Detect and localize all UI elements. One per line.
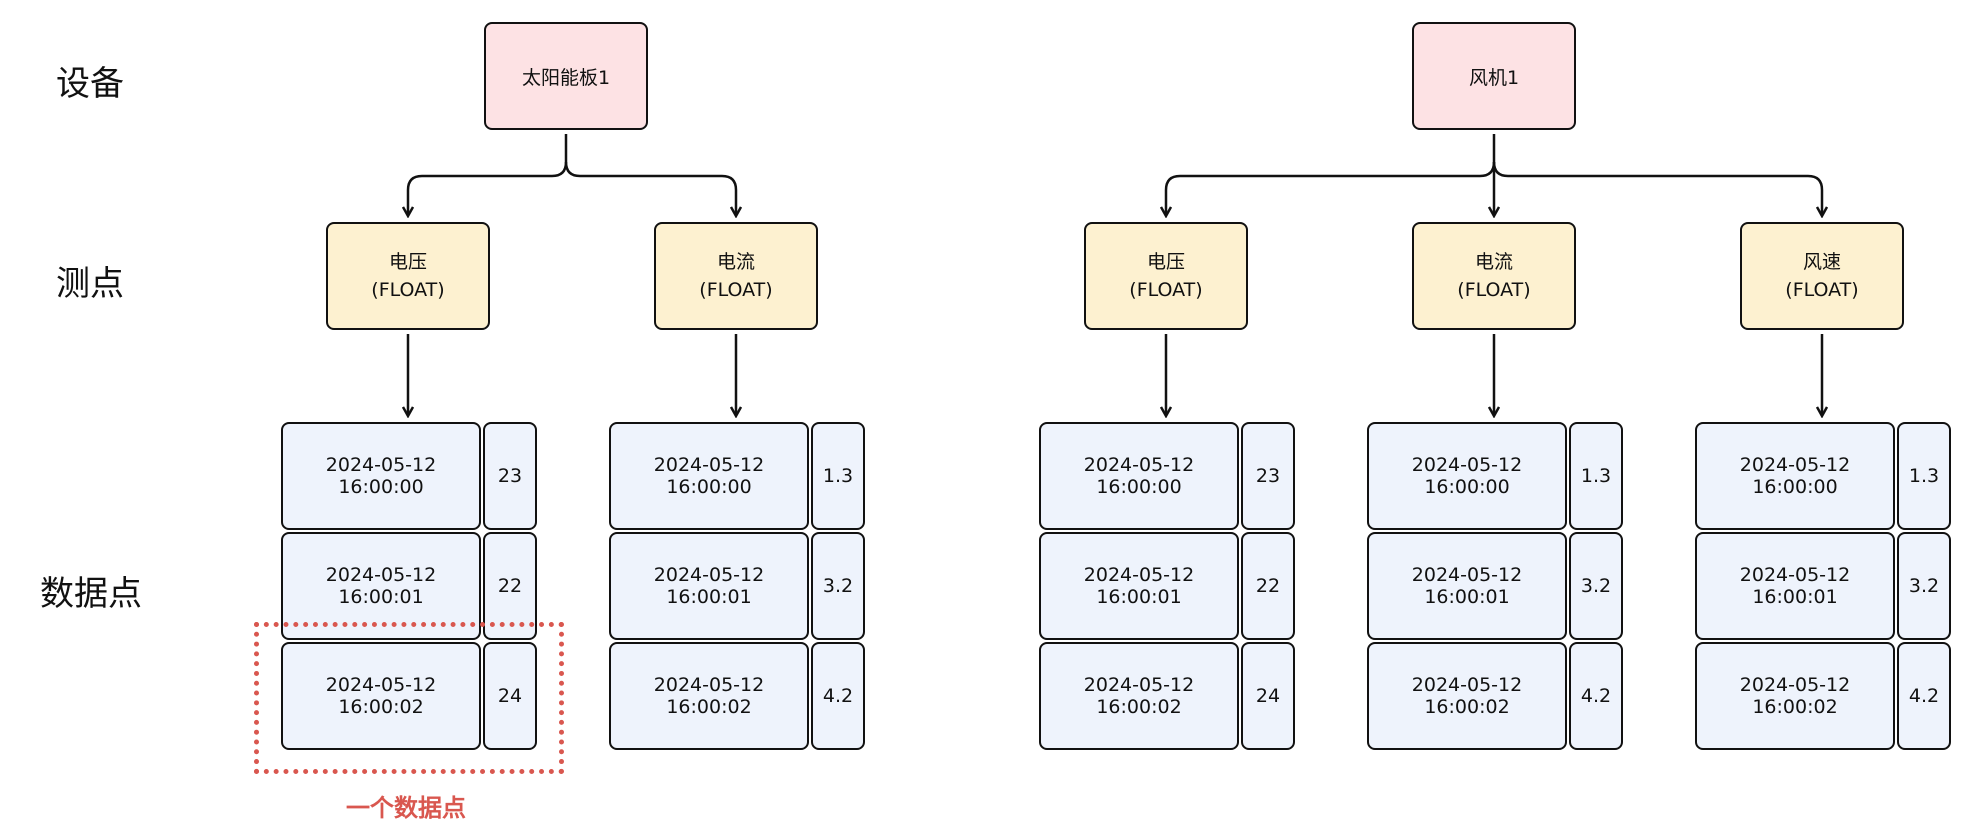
data-timestamp: 2024-05-12 16:00:01 (609, 532, 809, 640)
data-value: 24 (483, 642, 537, 750)
point-type: (FLOAT) (1457, 279, 1531, 301)
data-timestamp: 2024-05-12 16:00:00 (281, 422, 481, 530)
data-value: 1.3 (1569, 422, 1623, 530)
point-voltage: 电压 (FLOAT) (1084, 222, 1248, 330)
data-value: 24 (1241, 642, 1295, 750)
point-type: (FLOAT) (371, 279, 445, 301)
point-wind-speed: 风速 (FLOAT) (1740, 222, 1904, 330)
data-value: 3.2 (1569, 532, 1623, 640)
device-solar-panel-1: 太阳能板1 (484, 22, 648, 130)
row-label-device: 设备 (56, 64, 124, 104)
point-name: 电压 (1146, 251, 1185, 273)
data-value: 23 (483, 422, 537, 530)
data-value: 4.2 (811, 642, 865, 750)
data-timestamp: 2024-05-12 16:00:01 (1039, 532, 1239, 640)
point-type: (FLOAT) (1129, 279, 1203, 301)
data-value: 4.2 (1897, 642, 1951, 750)
data-timestamp: 2024-05-12 16:00:02 (1367, 642, 1567, 750)
point-voltage: 电压 (FLOAT) (326, 222, 490, 330)
data-value: 3.2 (811, 532, 865, 640)
connector-device2-point3 (1492, 161, 1822, 216)
datapoint-highlight-label: 一个数据点 (346, 794, 466, 822)
point-name: 电压 (388, 251, 427, 273)
data-timestamp: 2024-05-12 16:00:00 (1367, 422, 1567, 530)
point-name: 电流 (1474, 251, 1513, 273)
data-timestamp: 2024-05-12 16:00:02 (1039, 642, 1239, 750)
data-timestamp: 2024-05-12 16:00:00 (1039, 422, 1239, 530)
point-current: 电流 (FLOAT) (1412, 222, 1576, 330)
point-type: (FLOAT) (1785, 279, 1859, 301)
device-name: 太阳能板1 (521, 66, 611, 89)
data-timestamp: 2024-05-12 16:00:00 (1695, 422, 1895, 530)
device-name: 风机1 (1468, 66, 1520, 89)
device-wind-turbine-1: 风机1 (1412, 22, 1576, 130)
datapoint-highlight-box (254, 622, 564, 774)
data-timestamp: 2024-05-12 16:00:02 (1695, 642, 1895, 750)
point-current: 电流 (FLOAT) (654, 222, 818, 330)
point-name: 风速 (1802, 251, 1841, 273)
data-value: 1.3 (1897, 422, 1951, 530)
data-value: 1.3 (811, 422, 865, 530)
data-timestamp: 2024-05-12 16:00:01 (1367, 532, 1567, 640)
point-name: 电流 (716, 251, 755, 273)
data-value: 3.2 (1897, 532, 1951, 640)
point-type: (FLOAT) (699, 279, 773, 301)
connector-device2-point1 (1166, 134, 1496, 216)
data-value: 4.2 (1569, 642, 1623, 750)
data-value: 22 (1241, 532, 1295, 640)
data-timestamp: 2024-05-12 16:00:00 (609, 422, 809, 530)
row-label-datapoint: 数据点 (40, 574, 142, 614)
row-label-point: 测点 (56, 264, 124, 304)
connector-device1-point1 (408, 134, 568, 216)
data-timestamp: 2024-05-12 16:00:02 (281, 642, 481, 750)
data-value: 23 (1241, 422, 1295, 530)
data-timestamp: 2024-05-12 16:00:01 (1695, 532, 1895, 640)
data-timestamp: 2024-05-12 16:00:02 (609, 642, 809, 750)
connector-device1-point2 (564, 161, 736, 216)
